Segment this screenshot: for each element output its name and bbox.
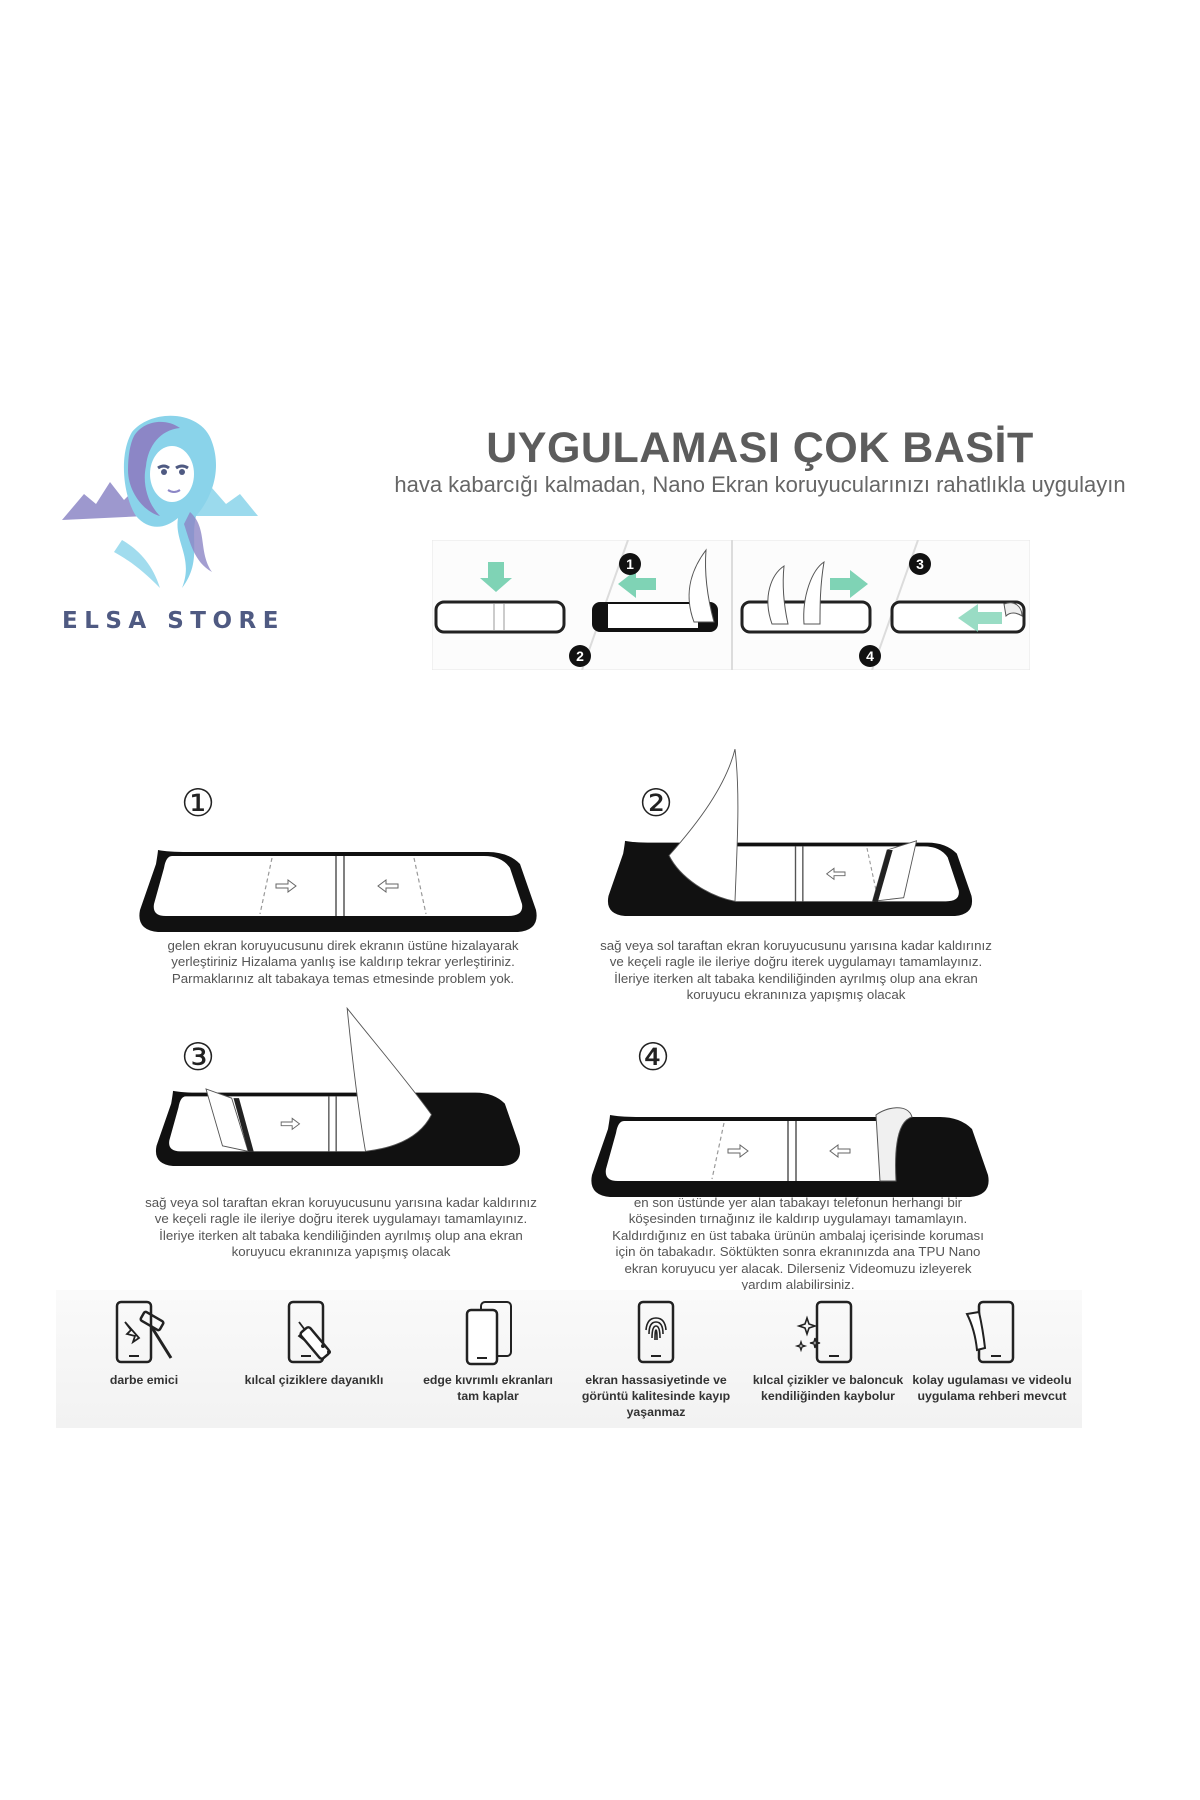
elsa-logo-icon (62, 415, 258, 588)
step-1-caption: gelen ekran koruyucusunu direk ekranın ü… (167, 938, 519, 986)
feature-item: kılcal çizikler ve baloncuk kendiliğinde… (748, 1300, 908, 1404)
svg-text:①: ① (181, 784, 215, 824)
mini-step-number-4: 4 (866, 648, 874, 664)
feature-label: kolay ugulaması ve videolu uygulama rehb… (912, 1373, 1072, 1403)
arrow-down-icon (480, 562, 512, 592)
arrow-right-icon (830, 570, 868, 598)
mini-step-number-2: 2 (576, 648, 584, 664)
film-apply-phone-icon (965, 1300, 1015, 1364)
feature-item: kolay ugulaması ve videolu uygulama rehb… (912, 1300, 1072, 1404)
feature-item: darbe emici (64, 1300, 224, 1388)
fingerprint-phone-icon (637, 1300, 675, 1364)
page-subtitle: hava kabarcığı kalmadan, Nano Ekran koru… (394, 472, 1126, 497)
curved-edge-phone-icon (465, 1301, 512, 1366)
step-1-illustration (139, 850, 537, 932)
arrow-left-icon (618, 570, 656, 598)
sparkle-phone-icon (794, 1300, 853, 1364)
step-number-3: ③ (181, 1038, 215, 1078)
mini-steps-strip: 1 2 3 4 (432, 540, 1030, 670)
step-4-caption: en son üstünde yer alan tabakayı telefon… (612, 1195, 984, 1293)
mini-step-number-1: 1 (626, 556, 634, 572)
page-title: UYGULAMASI ÇOK BASİT (486, 424, 1034, 472)
phone-hammer-icon (115, 1300, 173, 1364)
step-3-illustration (155, 1006, 521, 1166)
brand-name: ELSA STORE (62, 608, 285, 634)
step-2-illustration (607, 749, 973, 916)
step-2-caption: sağ veya sol taraftan ekran koruyucusunu… (600, 938, 992, 1003)
feature-label: darbe emici (109, 1373, 179, 1387)
mini-step-2 (592, 548, 718, 632)
mini-step-number-3: 3 (916, 556, 924, 572)
feature-item: kılcal çiziklere dayanıklı (234, 1300, 394, 1388)
step-number-4: ④ (636, 1038, 670, 1078)
phone-cutter-icon (287, 1300, 331, 1364)
feature-band (56, 1290, 1082, 1428)
step-number-2: ② (639, 784, 673, 824)
feature-item: ekran hassasiyetinde ve görüntü kalitesi… (576, 1300, 736, 1420)
feature-label: edge kıvrımlı ekranları tam kaplar (423, 1373, 553, 1403)
arrow-left-icon (958, 604, 1002, 632)
feature-label: kılcal çizikler ve baloncuk kendiliğinde… (752, 1373, 904, 1403)
mini-step-1 (434, 562, 566, 634)
feature-item: edge kıvrımlı ekranları tam kaplar (408, 1300, 568, 1404)
step-number-1: ① (181, 784, 215, 824)
feature-label: ekran hassasiyetinde ve görüntü kalitesi… (581, 1373, 731, 1419)
feature-label: kılcal çiziklere dayanıklı (244, 1373, 384, 1387)
mini-step-3 (740, 560, 872, 634)
svg-text:②: ② (639, 784, 673, 824)
svg-text:④: ④ (636, 1038, 670, 1078)
step-3-caption: sağ veya sol taraftan ekran koruyucusunu… (145, 1195, 537, 1260)
svg-text:③: ③ (181, 1038, 215, 1078)
mini-step-4 (890, 600, 1026, 634)
step-4-illustration (591, 1107, 989, 1197)
